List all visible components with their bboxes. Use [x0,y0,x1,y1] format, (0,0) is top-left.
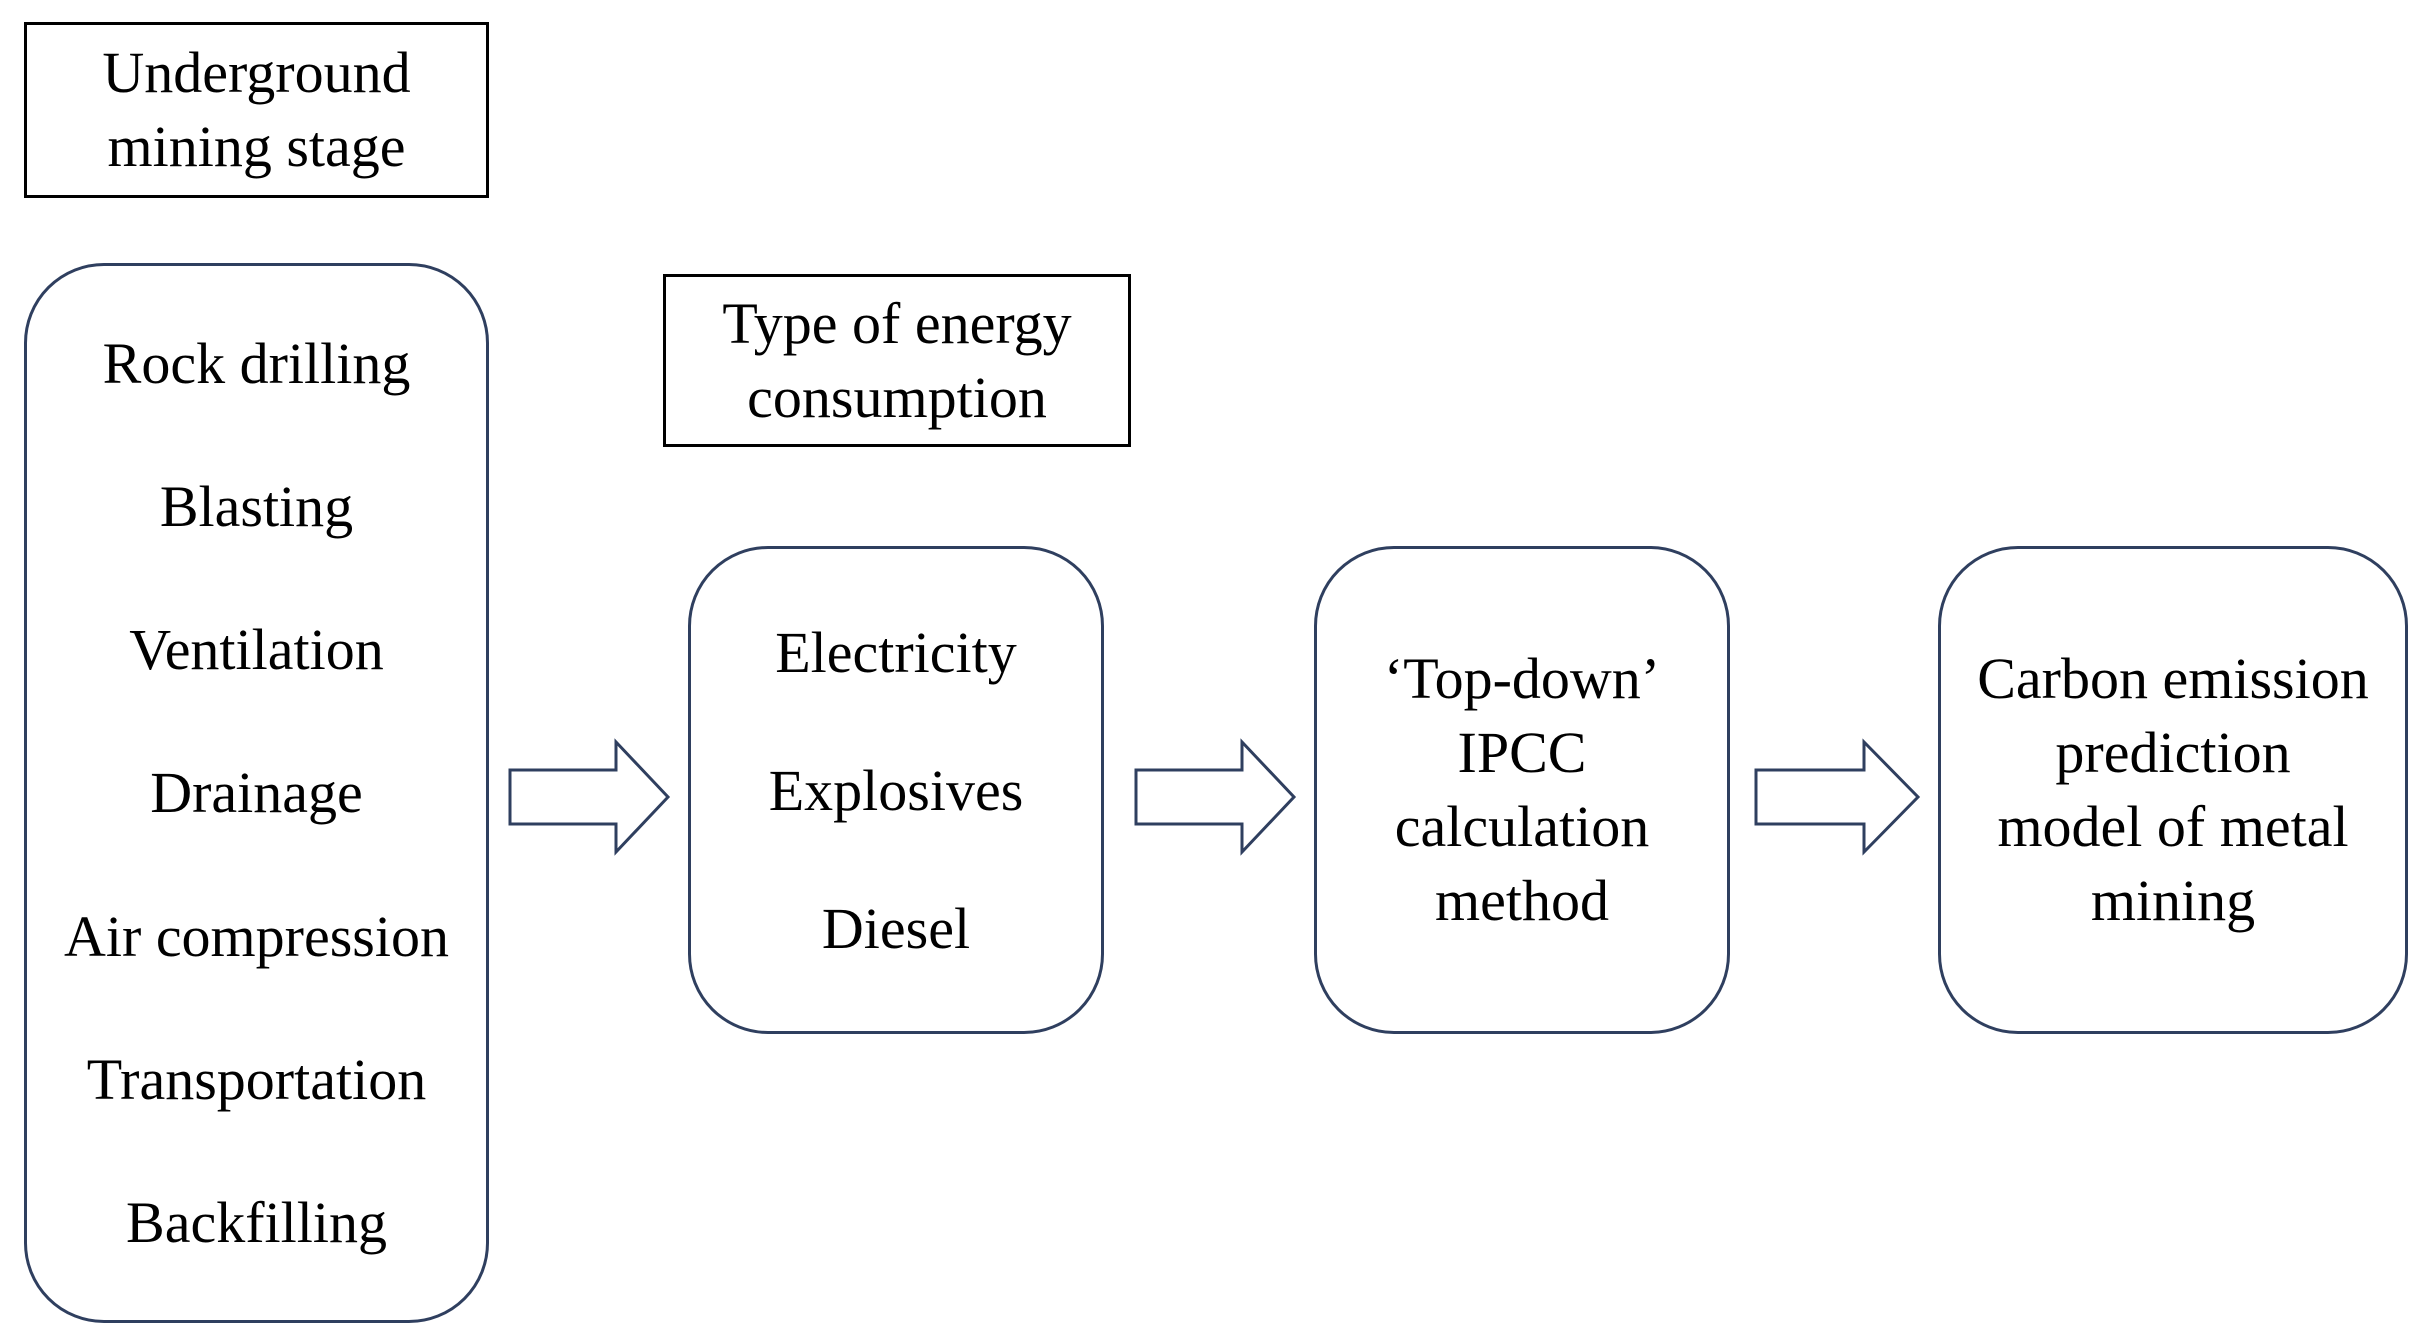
model-line: prediction [2055,720,2291,785]
process-item: Blasting [159,474,354,540]
energy-label-line-1: Type of energy [722,290,1072,356]
process-item: Air compression [64,903,449,969]
model-node: Carbon emission prediction model of meta… [1938,546,2408,1034]
process-item: Backfilling [126,1189,387,1255]
model-line: mining [2090,868,2256,933]
right-arrow-icon [1134,738,1297,856]
stage-label-line-1: Underground [102,40,411,105]
method-line: calculation [1394,794,1650,859]
method-node: ‘Top-down’ IPCC calculation method [1314,546,1730,1034]
process-item: Rock drilling [102,331,411,397]
stage-label-line-2: mining stage [107,114,406,179]
method-line: method [1435,868,1609,933]
method-line: IPCC [1457,720,1587,785]
energy-item: Electricity [775,619,1017,685]
right-arrow-icon [508,738,671,856]
stage-label-box: Underground mining stage [24,22,489,198]
process-item: Drainage [150,760,363,826]
energy-node: Electricity Explosives Diesel [688,546,1104,1034]
energy-item: Diesel [821,895,971,961]
energy-label-box: Type of energy consumption [663,274,1131,447]
energy-item: Explosives [768,757,1024,823]
process-node: Rock drilling Blasting Ventilation Drain… [24,263,489,1323]
method-line: ‘Top-down’ [1383,646,1661,711]
model-line: model of metal [1997,794,2349,859]
process-item: Ventilation [129,617,384,683]
energy-label-line-2: consumption [747,364,1047,430]
model-line: Carbon emission [1977,646,2369,711]
right-arrow-icon [1754,738,1921,856]
process-item: Transportation [86,1046,427,1112]
